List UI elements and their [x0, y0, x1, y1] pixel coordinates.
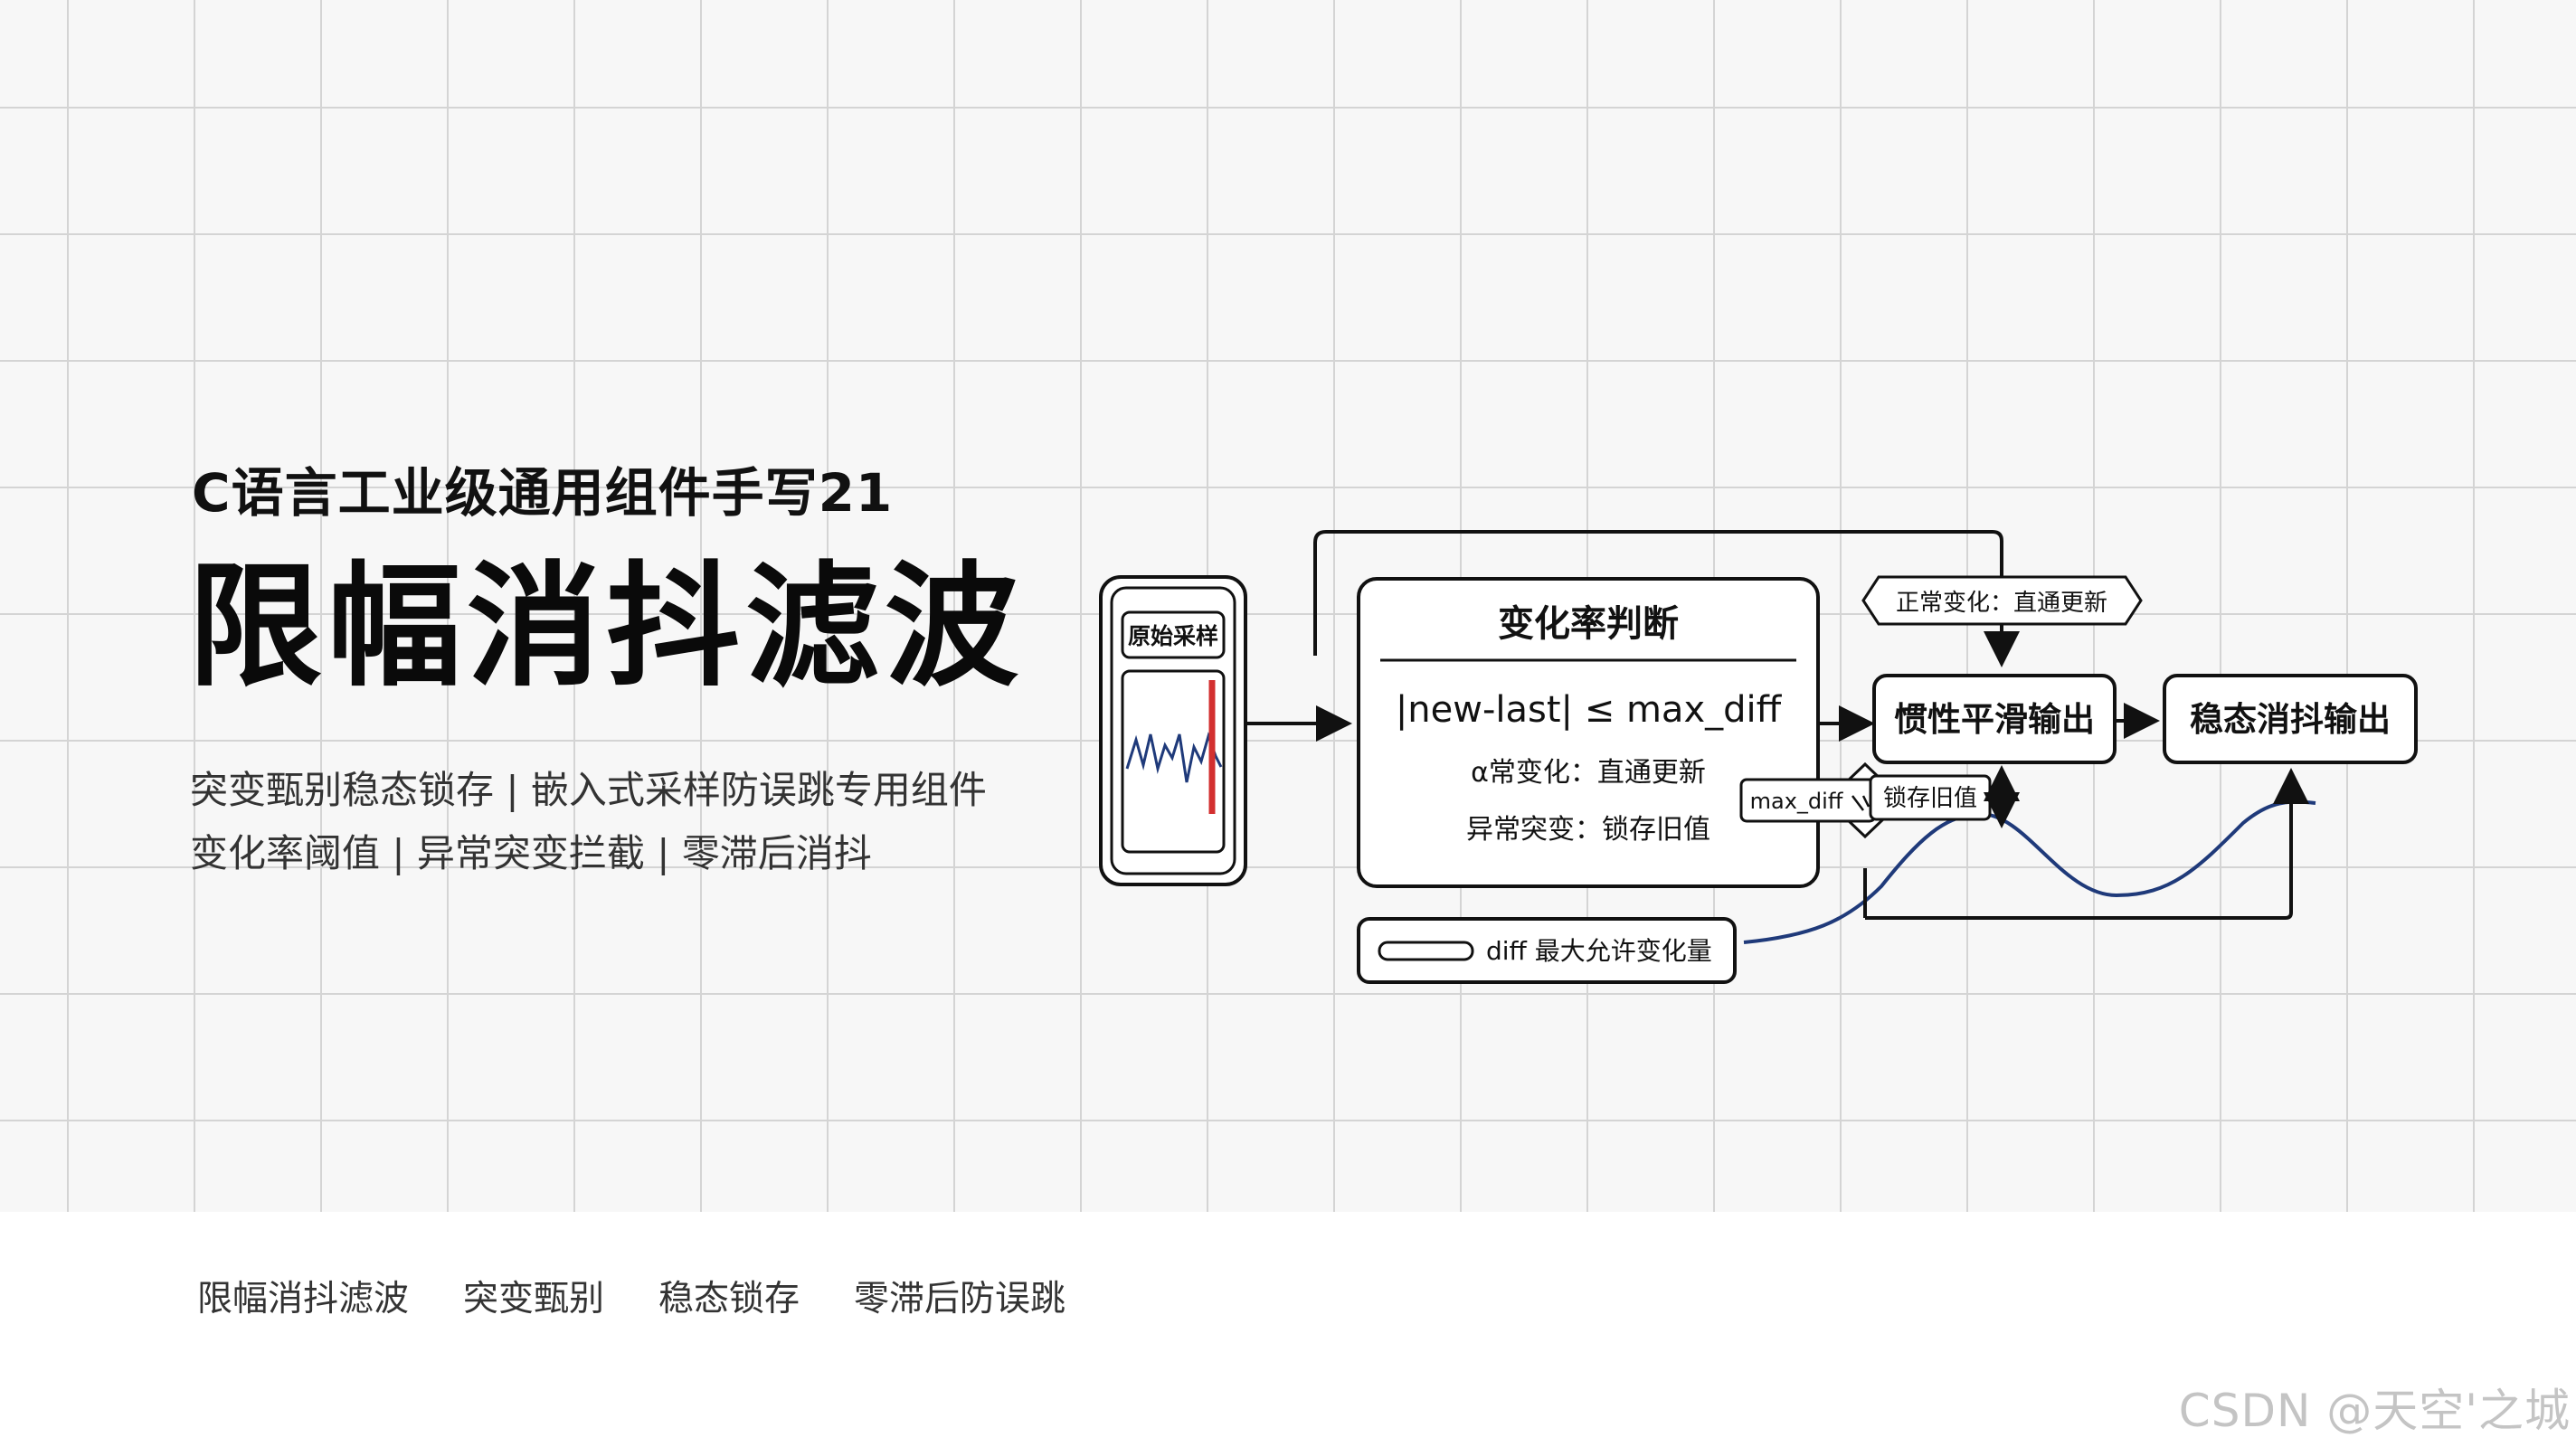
- maxdiff-tag: max_diff: [1739, 778, 1877, 823]
- lock-old-value-tag: 锁存旧值: [1869, 774, 1992, 821]
- normal-change-text: 正常变化：直通更新: [1896, 590, 2107, 617]
- change-rate-judge-box: 变化率判断 |new-last| ≤ max_diff α常变化：直通更新 异常…: [1357, 577, 1820, 888]
- filter-flow-diagram: 原始采样 变化率判断 |new-last| ≤ max_diff α常变化：直通…: [1099, 530, 2418, 984]
- grid-background: [0, 0, 2576, 1212]
- maxdiff-tag-text: max_diff: [1750, 789, 1843, 814]
- series-title: C语言工业级通用组件手写21: [192, 462, 894, 524]
- bottom-band: [0, 1212, 2576, 1447]
- feedback-top-line: [1313, 530, 2003, 656]
- stable-output-box: 稳态消抖输出: [2163, 674, 2418, 764]
- judge-title: 变化率判断: [1498, 603, 1679, 645]
- judge-formula: |new-last| ≤ max_diff: [1396, 689, 1783, 731]
- lock-old-value-text: 锁存旧值: [1883, 785, 1977, 812]
- raw-noise-wave: [1125, 732, 1223, 783]
- tag-list: 限幅消抖滤波 突变甄别 稳态锁存 零滞后防误跳: [197, 1271, 1065, 1321]
- stable-output-label: 稳态消抖输出: [2190, 700, 2391, 739]
- feedback-bottom-line: [1865, 768, 2309, 920]
- subtitle-line-1: 突变甄别稳态锁存 | 嵌入式采样防误跳专用组件: [190, 768, 987, 812]
- smooth-wave: [1743, 799, 2316, 944]
- max-diff-param-box: diff 最大允许变化量: [1357, 917, 1737, 984]
- page-title: 限幅消抖滤波: [188, 549, 1024, 705]
- inertia-label: 惯性平滑输出: [1894, 700, 2095, 739]
- tag-item: 突变甄别: [463, 1279, 605, 1319]
- subtitle-line-2: 变化率阈值 | 异常突变拦截 | 零滞后消抖: [190, 831, 872, 875]
- inertia-output-box: 惯性平滑输出: [1872, 674, 2117, 764]
- watermark: CSDN @天空'之城: [2178, 1385, 2571, 1437]
- judge-normal-text: α常变化：直通更新: [1471, 757, 1706, 789]
- tag-item: 稳态锁存: [658, 1279, 800, 1319]
- raw-sample-label: 原始采样: [1128, 623, 1218, 649]
- raw-sample-box: 原始采样: [1099, 575, 1247, 886]
- judge-abnormal-text: 异常突变：锁存旧值: [1466, 814, 1710, 846]
- tag-item: 零滞后防误跳: [854, 1279, 1066, 1319]
- normal-change-tag: 正常变化：直通更新: [1861, 575, 2143, 626]
- param-label: diff 最大允许变化量: [1486, 936, 1712, 966]
- tag-item: 限幅消抖滤波: [197, 1279, 410, 1319]
